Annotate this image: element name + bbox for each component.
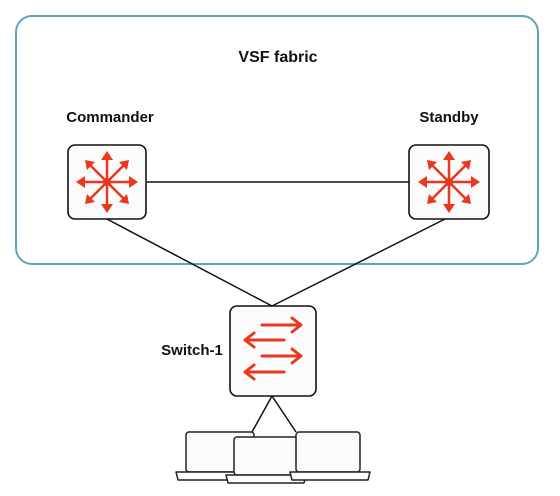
switch-icon (243, 316, 303, 381)
router-icon (74, 149, 140, 215)
commander-router[interactable] (67, 144, 147, 220)
switch-1[interactable] (229, 305, 317, 397)
client-laptops (175, 431, 371, 484)
standby-router[interactable] (408, 144, 490, 220)
vsf-fabric-box (15, 15, 539, 265)
commander-label: Commander (66, 109, 154, 126)
standby-label: Standby (419, 109, 479, 126)
switch-label: Switch-1 (161, 342, 223, 359)
router-icon (416, 149, 482, 215)
link-standby-switch (271, 217, 448, 307)
link-switch-clients-right (271, 395, 297, 433)
laptop-icon[interactable] (225, 436, 307, 484)
link-commander-switch (104, 217, 273, 307)
laptop-icon[interactable] (289, 431, 371, 481)
link-switch-clients-left (251, 395, 273, 433)
fabric-title: VSF fabric (238, 49, 317, 66)
